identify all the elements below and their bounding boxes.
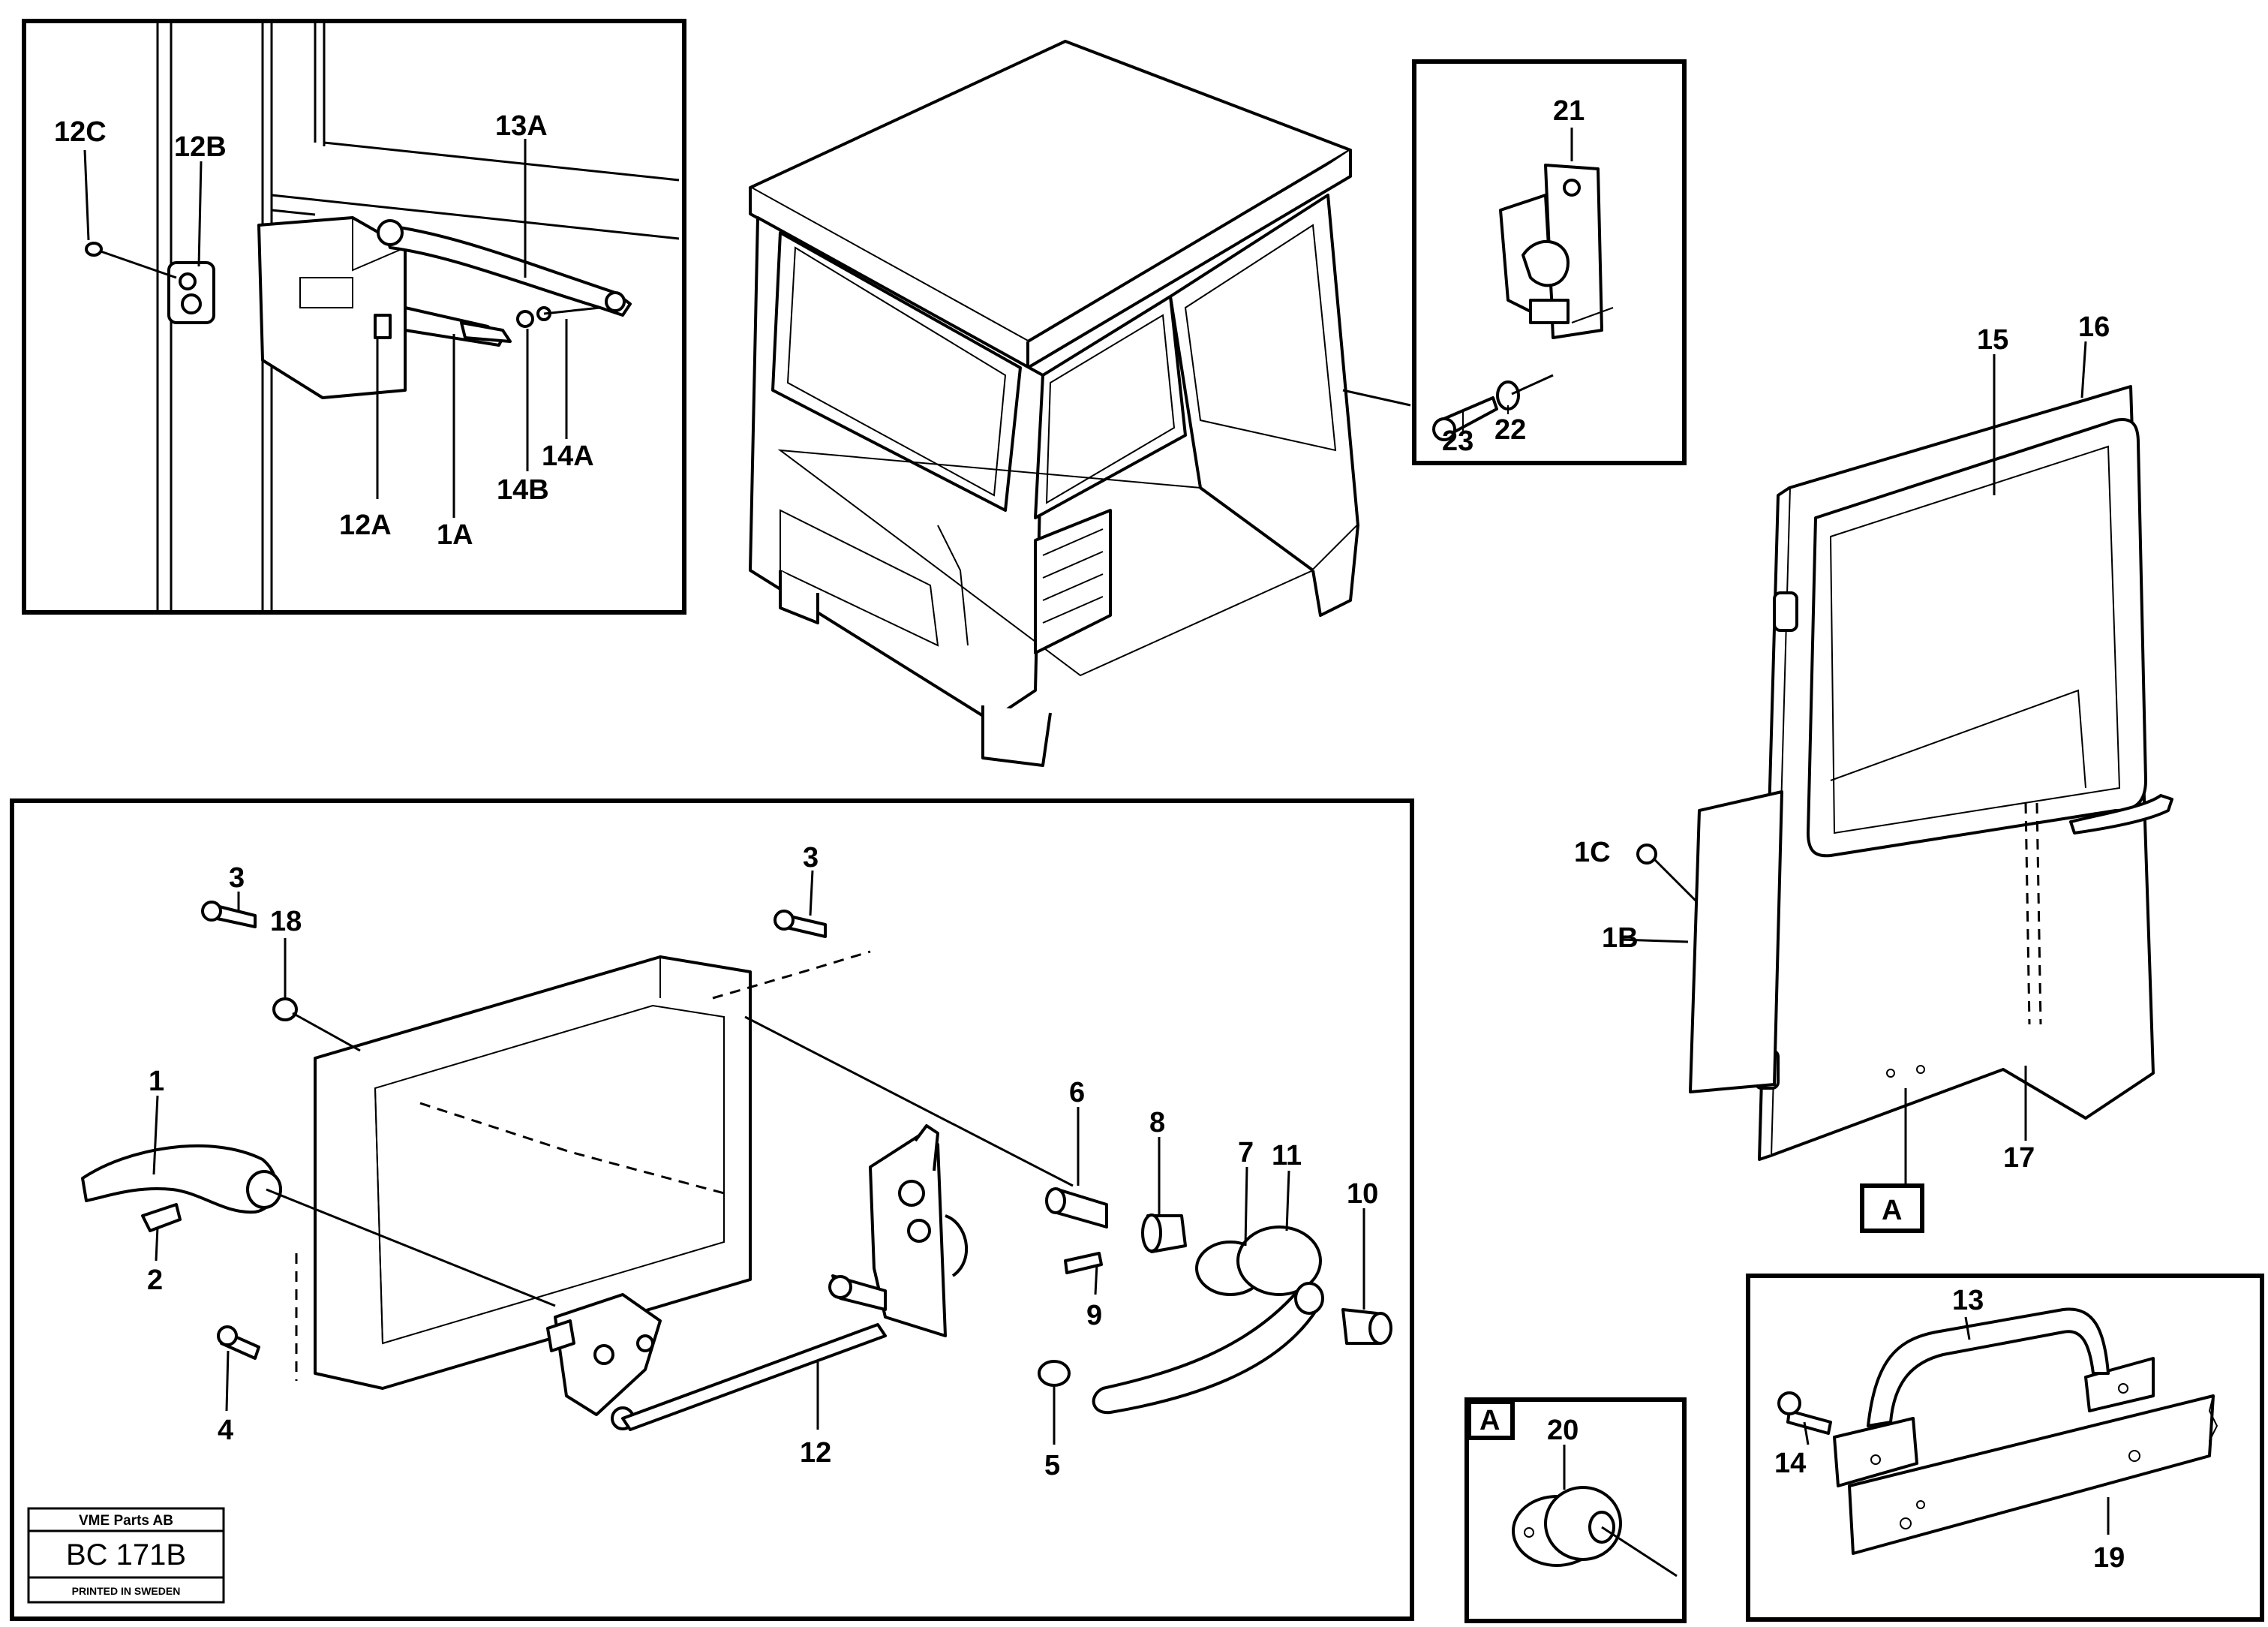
label-16: 16 — [2078, 311, 2110, 343]
label-3-left: 3 — [229, 862, 245, 894]
label-8: 8 — [1149, 1107, 1165, 1138]
label-1: 1 — [149, 1066, 164, 1097]
label-12C: 12C — [54, 116, 107, 148]
detail-a-panel — [1464, 1397, 1687, 1623]
label-A-box: A — [1479, 1405, 1500, 1436]
label-12B: 12B — [174, 131, 227, 163]
printed-note: PRINTED IN SWEDEN — [72, 1585, 181, 1597]
label-4: 4 — [218, 1415, 233, 1446]
label-1C: 1C — [1574, 837, 1611, 868]
label-14A: 14A — [542, 441, 594, 472]
label-9: 9 — [1086, 1300, 1102, 1331]
company-name: VME Parts AB — [79, 1513, 173, 1529]
drawing-code: BC 171B — [66, 1538, 186, 1571]
label-19: 19 — [2093, 1542, 2125, 1574]
label-12: 12 — [800, 1437, 831, 1469]
label-1B: 1B — [1602, 922, 1639, 954]
cab-drawing — [749, 40, 1411, 767]
label-10: 10 — [1347, 1178, 1378, 1210]
latch-detail-panel — [22, 19, 686, 615]
label-12A: 12A — [339, 510, 392, 541]
label-7: 7 — [1238, 1137, 1254, 1168]
label-18: 18 — [270, 906, 302, 937]
grab-handle-panel — [1746, 1274, 2264, 1622]
label-21: 21 — [1553, 95, 1585, 127]
lock-detail-panel — [1412, 59, 1687, 465]
title-block — [27, 1507, 225, 1604]
label-13A: 13A — [495, 110, 548, 142]
label-14B: 14B — [497, 474, 549, 506]
label-A-door: A — [1882, 1195, 1902, 1226]
label-17: 17 — [2003, 1142, 2035, 1174]
label-1A: 1A — [437, 519, 473, 551]
label-6: 6 — [1069, 1077, 1085, 1108]
label-5: 5 — [1044, 1450, 1060, 1481]
label-13: 13 — [1952, 1285, 1984, 1316]
label-3-right: 3 — [803, 842, 819, 874]
label-11: 11 — [1272, 1140, 1302, 1171]
label-20: 20 — [1547, 1415, 1579, 1446]
label-15: 15 — [1977, 324, 2008, 356]
label-2: 2 — [147, 1265, 163, 1296]
label-14: 14 — [1774, 1448, 1806, 1479]
door-drawing — [1620, 341, 2173, 1233]
label-23: 23 — [1442, 426, 1473, 457]
label-22: 22 — [1494, 414, 1526, 446]
lock-mechanism-panel — [10, 798, 1414, 1621]
